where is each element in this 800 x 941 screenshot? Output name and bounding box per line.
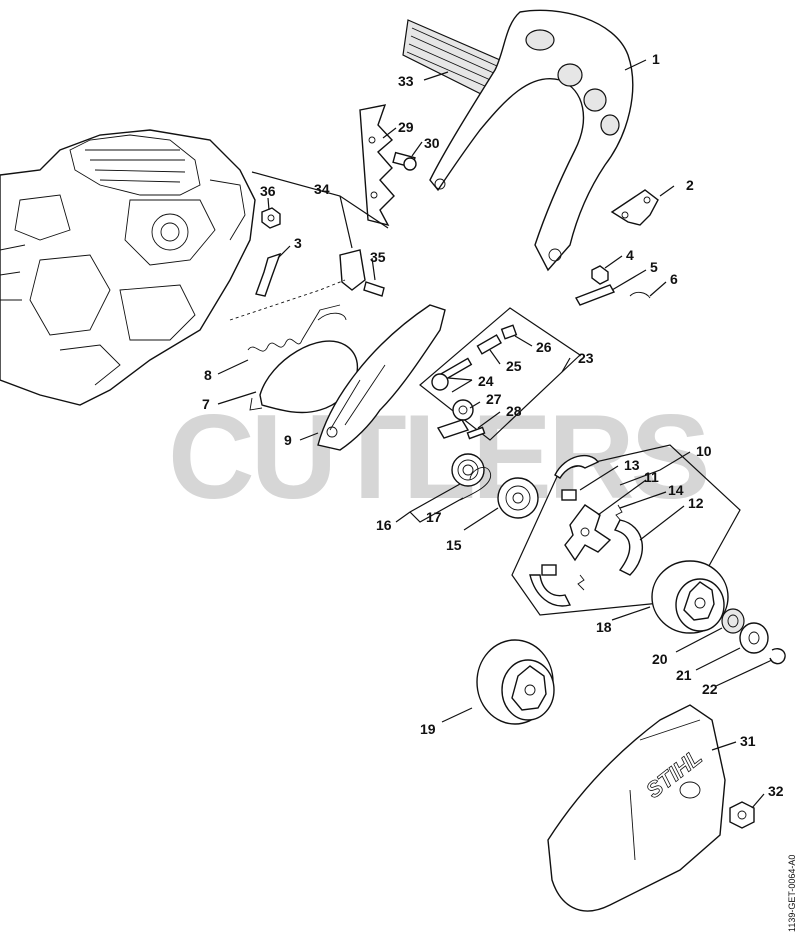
callout-18: 18 <box>596 619 612 635</box>
part-22-e-clip <box>769 648 786 665</box>
callout-30: 30 <box>424 135 440 151</box>
part-8-spring <box>247 304 341 352</box>
part-35-bracket <box>339 249 385 297</box>
callout-15: 15 <box>446 537 462 553</box>
part-30-screw <box>392 151 417 171</box>
part-12-shoe <box>613 519 644 576</box>
part-21-washer <box>739 622 769 654</box>
part-27-nut <box>452 399 474 421</box>
callout-21: 21 <box>676 667 692 683</box>
part-13-shoe <box>554 454 600 501</box>
callout-31: 31 <box>740 733 756 749</box>
callout-11: 11 <box>644 469 659 485</box>
part-31-sprocket-cover <box>547 704 726 912</box>
callout-32: 32 <box>768 783 784 799</box>
part-4-nut <box>591 265 609 285</box>
part-9-brake-cover <box>317 304 446 451</box>
part-36-nut <box>261 207 281 229</box>
callout-5: 5 <box>650 259 658 275</box>
box-23-brake-kit <box>419 307 581 441</box>
part-19-spur-drum <box>476 639 555 725</box>
part-15-disk <box>497 477 539 519</box>
callout-10: 10 <box>696 443 712 459</box>
engine-housing <box>0 129 256 406</box>
callout-9: 9 <box>284 432 292 448</box>
callout-13: 13 <box>624 457 640 473</box>
part-25-sleeve <box>476 334 502 355</box>
callout-14: 14 <box>668 482 684 498</box>
callout-1: 1 <box>652 51 660 67</box>
callout-20: 20 <box>652 651 668 667</box>
part-20-needle-bearing <box>721 608 745 634</box>
callout-16: 16 <box>376 517 392 533</box>
callout-25: 25 <box>506 358 522 374</box>
part-26-block <box>500 324 518 340</box>
callout-labels: 1 2 3 4 5 6 7 8 9 10 11 12 13 14 15 16 1… <box>202 51 784 799</box>
callout-24: 24 <box>478 373 494 389</box>
part-7-brake-band <box>249 312 359 414</box>
callout-7: 7 <box>202 396 210 412</box>
callout-34: 34 <box>314 181 330 197</box>
part-14-spring <box>615 504 623 523</box>
drawing-code: 1139-GET-0064-A0 <box>787 855 797 932</box>
part-18-clutch-drum <box>651 560 729 634</box>
callout-33: 33 <box>398 73 414 89</box>
callout-17: 17 <box>426 509 442 525</box>
callout-3: 3 <box>294 235 302 251</box>
part-2-bracket <box>610 189 659 226</box>
part-28-screw <box>436 419 486 440</box>
part-17-wire <box>459 467 492 501</box>
part-24-pin <box>431 357 473 391</box>
callout-4: 4 <box>626 247 634 263</box>
assembly-line-dashed <box>229 279 346 321</box>
callout-26: 26 <box>536 339 552 355</box>
callout-35: 35 <box>370 249 386 265</box>
watermark: CUTLERS <box>168 390 707 524</box>
callout-22: 22 <box>702 681 718 697</box>
part-1-handle-guard <box>429 9 634 272</box>
part-32-nut <box>729 801 755 829</box>
callout-19: 19 <box>420 721 436 737</box>
callout-12: 12 <box>688 495 704 511</box>
callout-8: 8 <box>204 367 212 383</box>
part-16-spring <box>451 453 485 487</box>
callout-36: 36 <box>260 183 276 199</box>
leader-lines <box>217 59 773 809</box>
callout-23: 23 <box>578 350 594 366</box>
part-6-clip <box>629 291 651 299</box>
part-11-hub <box>564 504 612 562</box>
part-5-link <box>574 284 616 306</box>
callout-6: 6 <box>670 271 678 287</box>
part-29-bumper-spike <box>359 104 395 227</box>
callout-27: 27 <box>486 391 502 407</box>
part-clutch-lower-shoe <box>529 564 585 607</box>
callout-2: 2 <box>686 177 694 193</box>
callout-28: 28 <box>506 403 522 419</box>
callout-29: 29 <box>398 119 414 135</box>
part-3-lever <box>255 252 282 297</box>
